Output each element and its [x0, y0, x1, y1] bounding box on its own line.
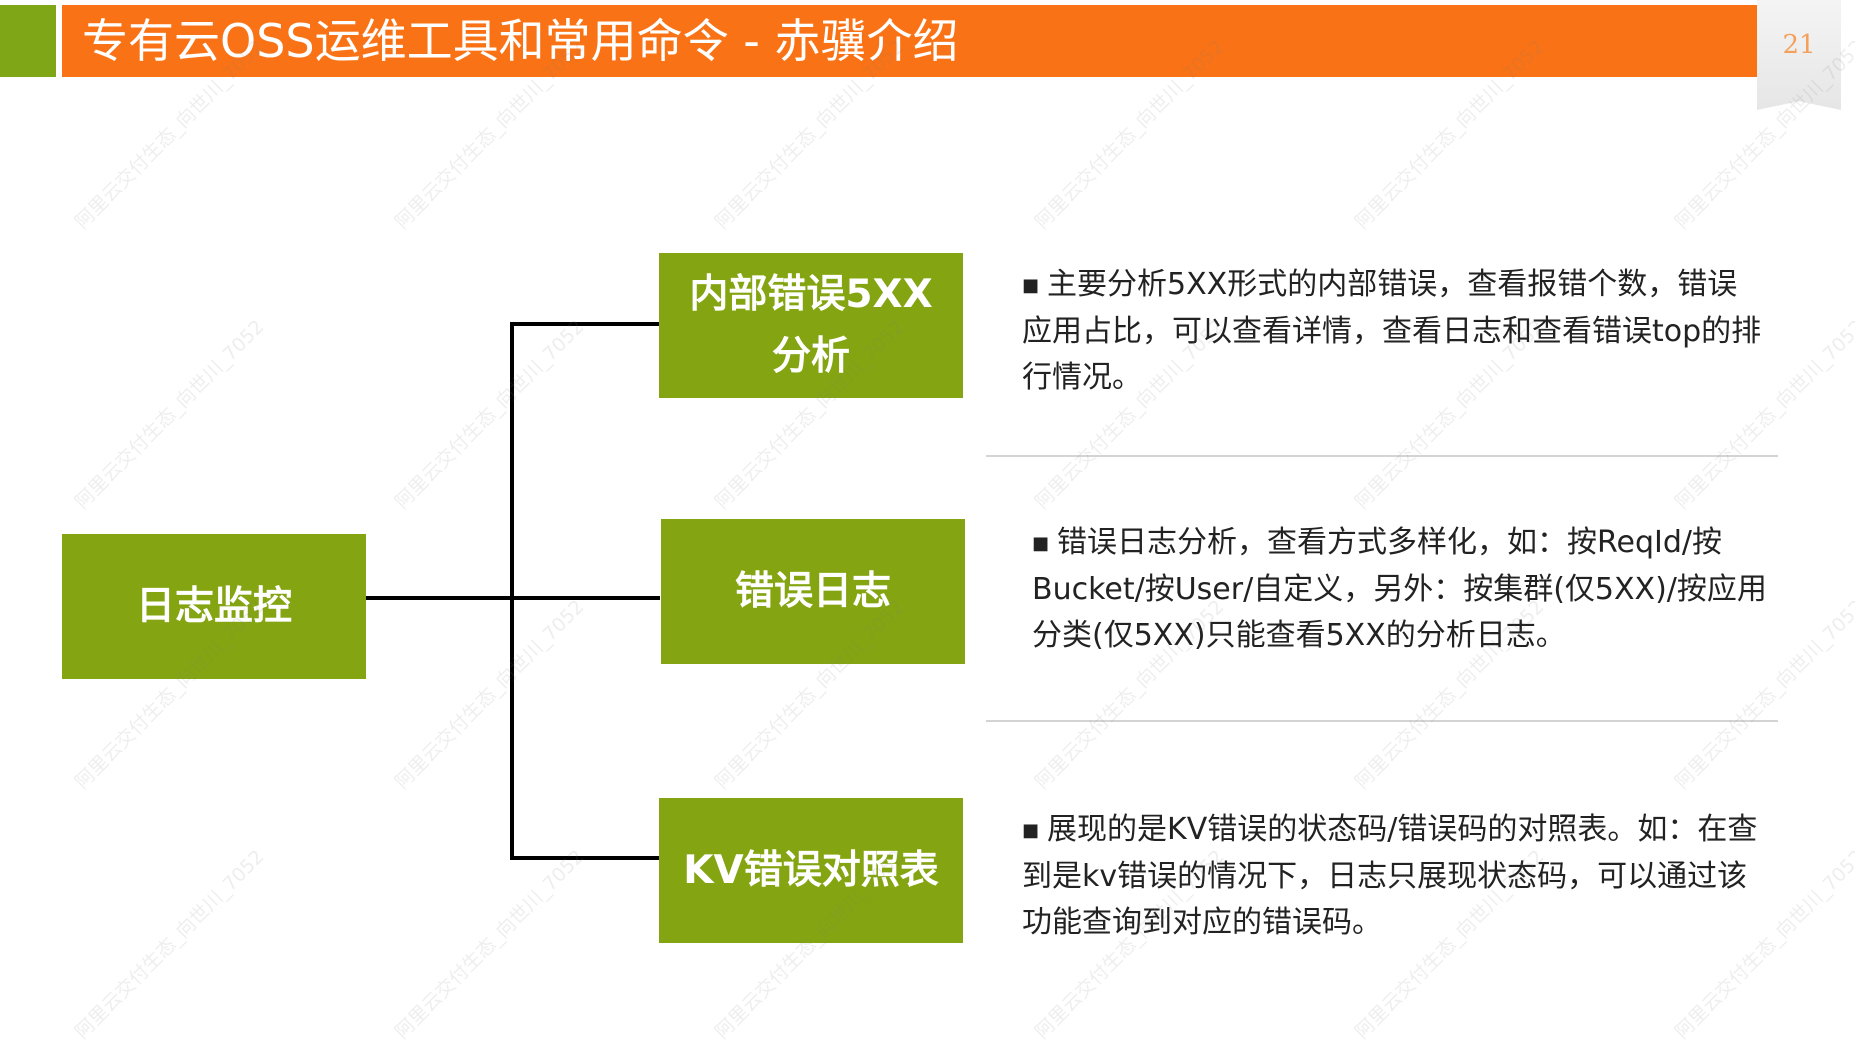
branch-node-error-log: 错误日志	[661, 519, 965, 664]
watermark-text: 阿里云交付生态_向世川_7052	[390, 845, 589, 1044]
branch-description-3: ■展现的是KV错误的状态码/错误码的对照表。如：在查到是kv错误的情况下，日志只…	[1022, 807, 1762, 946]
watermark-text: 阿里云交付生态_向世川_7052	[390, 315, 589, 514]
page-number: 21	[1782, 30, 1816, 60]
watermark-text: 阿里云交付生态_向世川_7052	[390, 595, 589, 794]
bullet-icon: ■	[1032, 532, 1050, 554]
branch-description-1-text: 主要分析5XX形式的内部错误，查看报错个数，错误应用占比，可以查看详情，查看日志…	[1022, 267, 1762, 395]
connector-branch-3	[510, 856, 659, 860]
bullet-icon: ■	[1022, 819, 1040, 841]
branch-node-5xx-analysis: 内部错误5XX分析	[659, 253, 963, 398]
branch-description-2: ■错误日志分析，查看方式多样化，如：按ReqId/按Bucket/按User/自…	[1032, 520, 1772, 659]
connector-trunk	[510, 322, 514, 860]
watermark-text: 阿里云交付生态_向世川_7052	[70, 315, 269, 514]
branch-description-1: ■主要分析5XX形式的内部错误，查看报错个数，错误应用占比，可以查看详情，查看日…	[1022, 262, 1762, 401]
divider-2	[986, 720, 1778, 722]
branch-description-3-text: 展现的是KV错误的状态码/错误码的对照表。如：在查到是kv错误的情况下，日志只展…	[1022, 812, 1758, 940]
bullet-icon: ■	[1022, 274, 1040, 296]
divider-1	[986, 455, 1778, 457]
watermark-text: 阿里云交付生态_向世川_7052	[70, 845, 269, 1044]
branch-node-kv-error-table: KV错误对照表	[659, 798, 963, 943]
connector-branch-1	[510, 322, 659, 326]
title-accent-tab	[0, 5, 56, 77]
slide-title: 专有云OSS运维工具和常用命令 - 赤骥介绍	[62, 5, 1775, 77]
root-node: 日志监控	[62, 534, 366, 679]
branch-description-2-text: 错误日志分析，查看方式多样化，如：按ReqId/按Bucket/按User/自定…	[1032, 525, 1767, 653]
page-number-badge: 21	[1757, 0, 1841, 110]
